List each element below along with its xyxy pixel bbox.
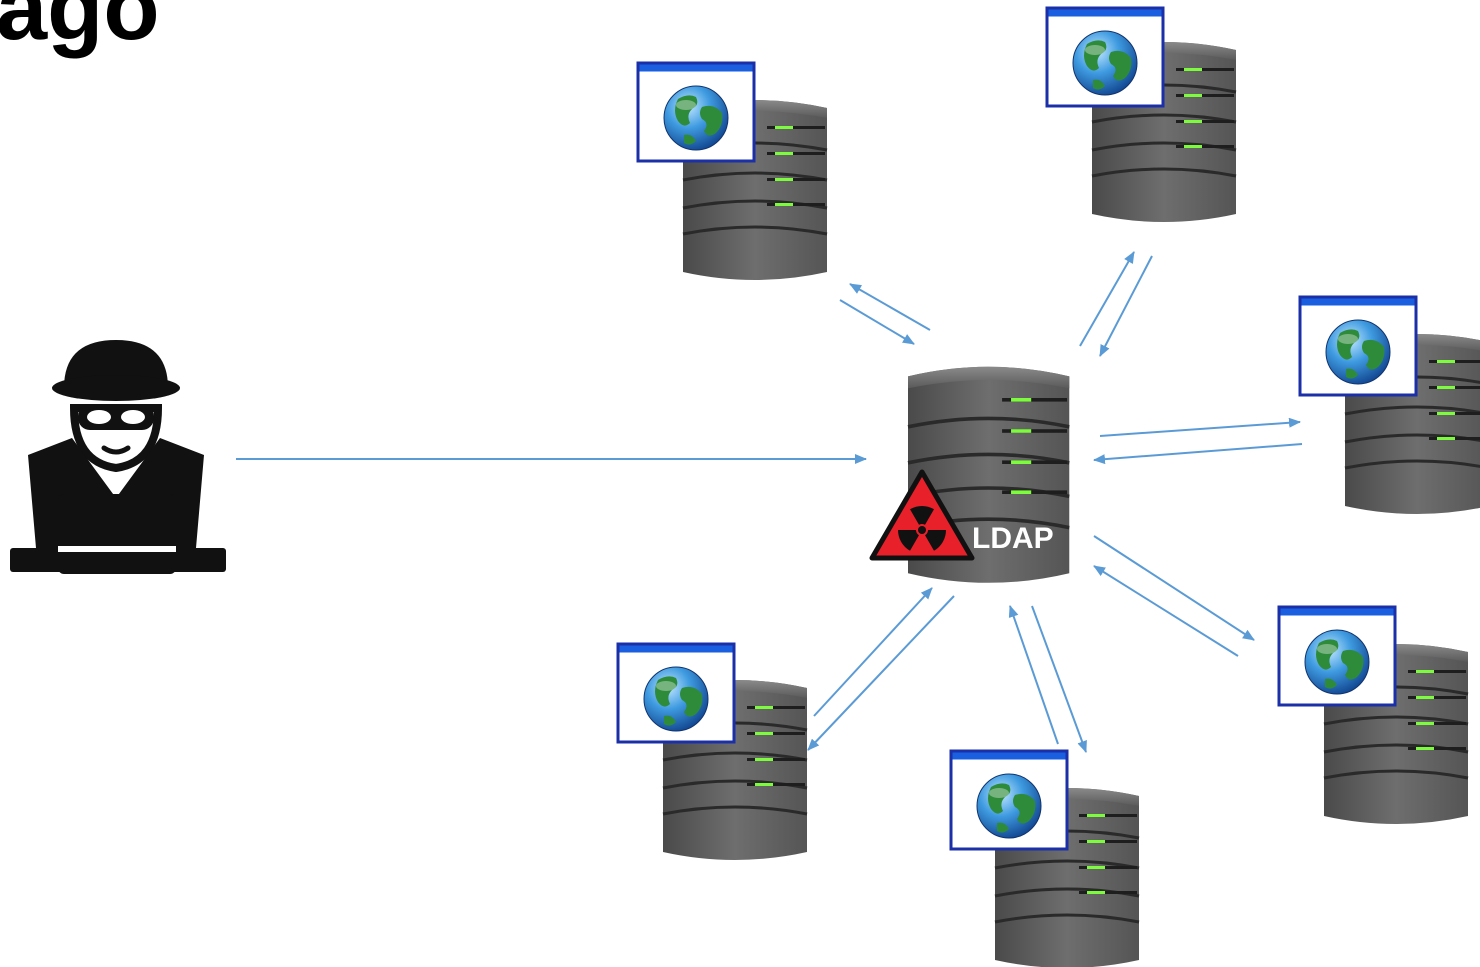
arrow-server-3-to-ldap [1093,443,1303,465]
arrow-ldap-to-server-5 [1031,605,1087,753]
radiation-warning-icon [869,469,975,561]
arrow-ldap-to-server-2 [1079,251,1135,347]
arrow-server-1-to-ldap [839,299,915,345]
arrow-server-4-to-ldap [1093,565,1239,657]
arrow-server-2-to-ldap [1099,255,1153,357]
hacker-icon [10,340,226,574]
title-fragment: ago [0,0,160,59]
web-server-1 [636,61,829,282]
arrow-ldap-to-server-4 [1093,535,1255,641]
arrow-ldap-to-server-6 [807,595,955,751]
arrow-ldap-to-server-3 [1099,417,1301,437]
web-server-3 [1298,295,1480,516]
web-server-6 [616,642,809,862]
arrow-server-5-to-ldap [1008,605,1059,745]
ldap-label: LDAP [972,522,1054,555]
web-server-5 [949,749,1141,967]
arrow-ldap-to-server-1 [849,283,931,331]
web-server-4 [1277,605,1470,826]
connection-arrows [236,251,1303,753]
arrow-server-6-to-ldap [813,587,933,717]
web-server-2 [1045,6,1238,224]
